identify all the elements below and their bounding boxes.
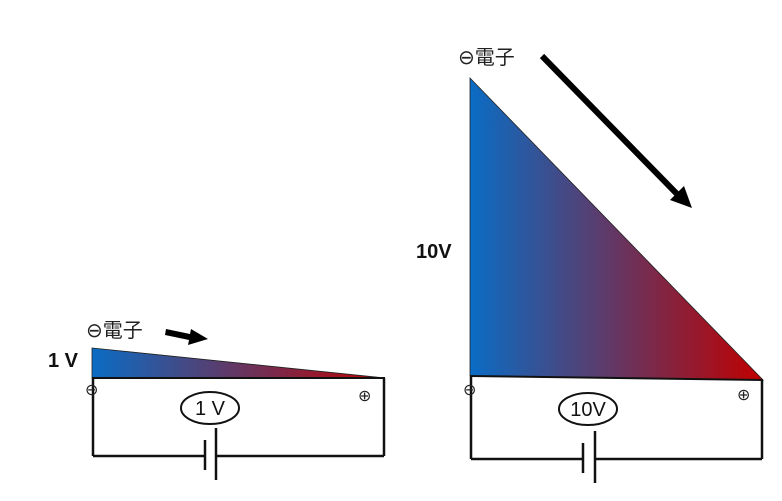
left-voltage-label: 1 V xyxy=(48,350,79,372)
left-negative-terminal: ⊖ xyxy=(85,382,98,399)
left-battery-label-oval xyxy=(180,391,240,425)
right-positive-terminal: ⊕ xyxy=(737,387,750,404)
right-battery-label-oval xyxy=(558,392,618,426)
right-negative-terminal: ⊖ xyxy=(463,382,476,399)
left-potential-wedge xyxy=(91,347,386,379)
right-circuit: 10V 10V ⊖電子 ⊖ ⊕ xyxy=(416,47,764,483)
left-positive-terminal: ⊕ xyxy=(358,388,371,405)
left-battery-label: 1 V xyxy=(195,398,226,420)
right-electron-arrow-shaft xyxy=(539,53,681,198)
right-voltage-label: 10V xyxy=(416,241,452,263)
right-electron-arrow-head xyxy=(670,186,692,208)
left-electron-arrow xyxy=(165,329,208,345)
right-top-wire xyxy=(469,375,764,381)
right-potential-wedge xyxy=(469,77,764,381)
right-battery-label: 10V xyxy=(570,399,606,421)
left-electron-label: ⊖電子 xyxy=(86,320,143,342)
left-circuit: 1 V 1 V ⊖電子 ⊖ ⊕ xyxy=(48,320,386,480)
right-electron-label: ⊖電子 xyxy=(458,47,515,69)
